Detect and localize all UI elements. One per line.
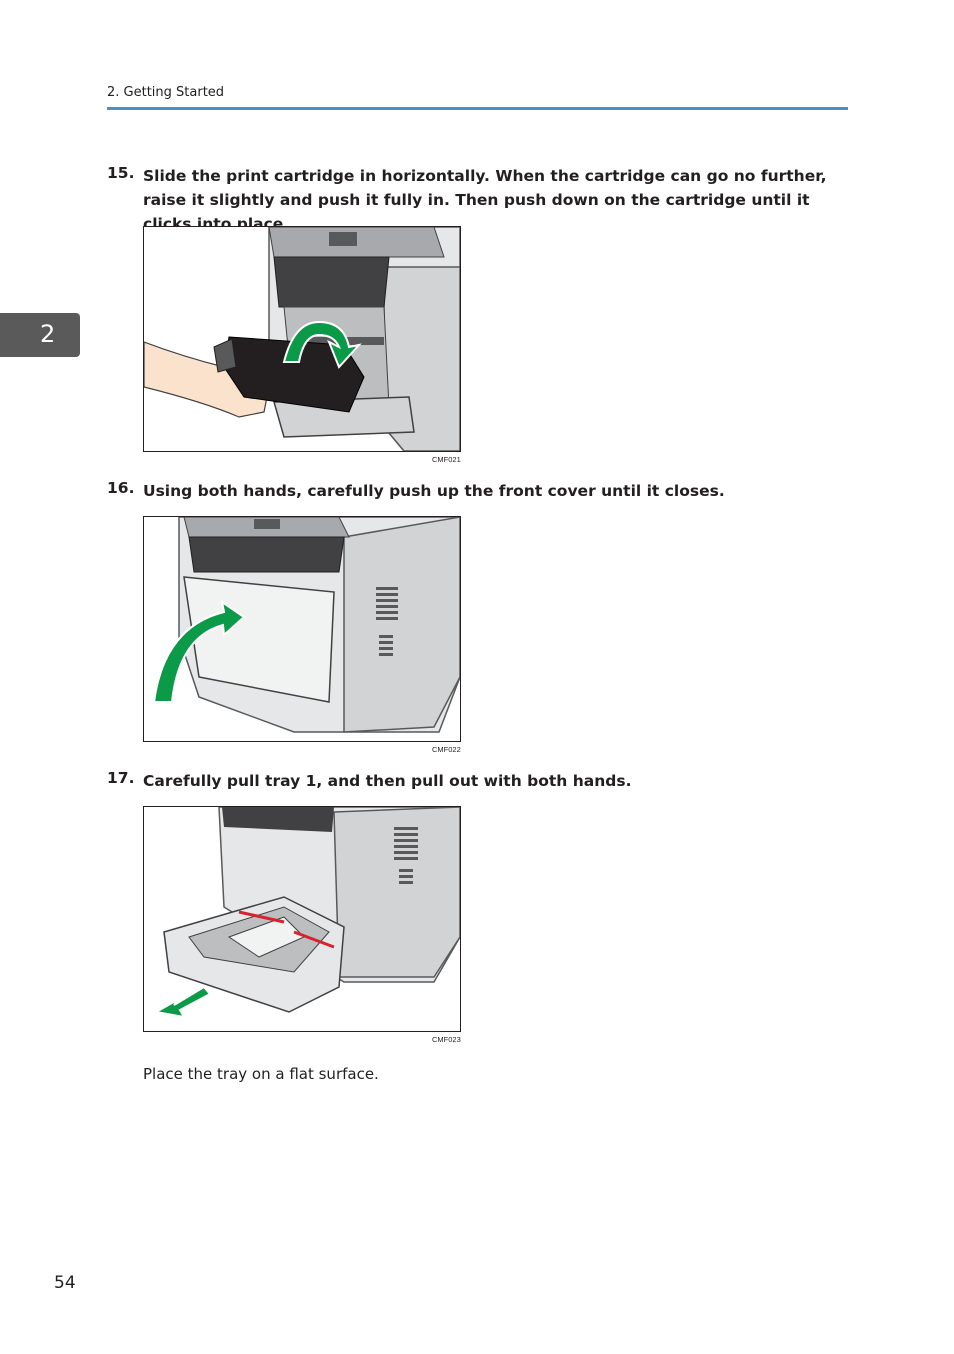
chapter-tab: 2 [0, 313, 80, 357]
header-breadcrumb: 2. Getting Started [107, 85, 225, 100]
printer-cartridge-illustration [144, 227, 460, 451]
tray-note: Place the tray on a flat surface. [143, 1065, 379, 1083]
step-16-number: 16. [107, 479, 135, 497]
figure-code-cmf023: CMF023 [432, 1035, 461, 1044]
header-rule [107, 107, 848, 110]
step-17-number: 17. [107, 769, 135, 787]
chapter-tab-label: 2 [40, 320, 56, 348]
figure-close-front-cover [143, 516, 461, 742]
printer-cover-illustration [152, 517, 460, 733]
page-number: 54 [54, 1273, 76, 1293]
step-16-text: Using both hands, carefully push up the … [143, 482, 725, 500]
figure-pull-tray [143, 806, 461, 1032]
figure-code-cmf022: CMF022 [432, 745, 461, 754]
printer-tray-illustration [153, 807, 460, 1019]
step-17-text: Carefully pull tray 1, and then pull out… [143, 772, 632, 790]
figure-insert-cartridge [143, 226, 461, 452]
step-15-number: 15. [107, 164, 135, 182]
figure-code-cmf021: CMF021 [432, 455, 461, 464]
